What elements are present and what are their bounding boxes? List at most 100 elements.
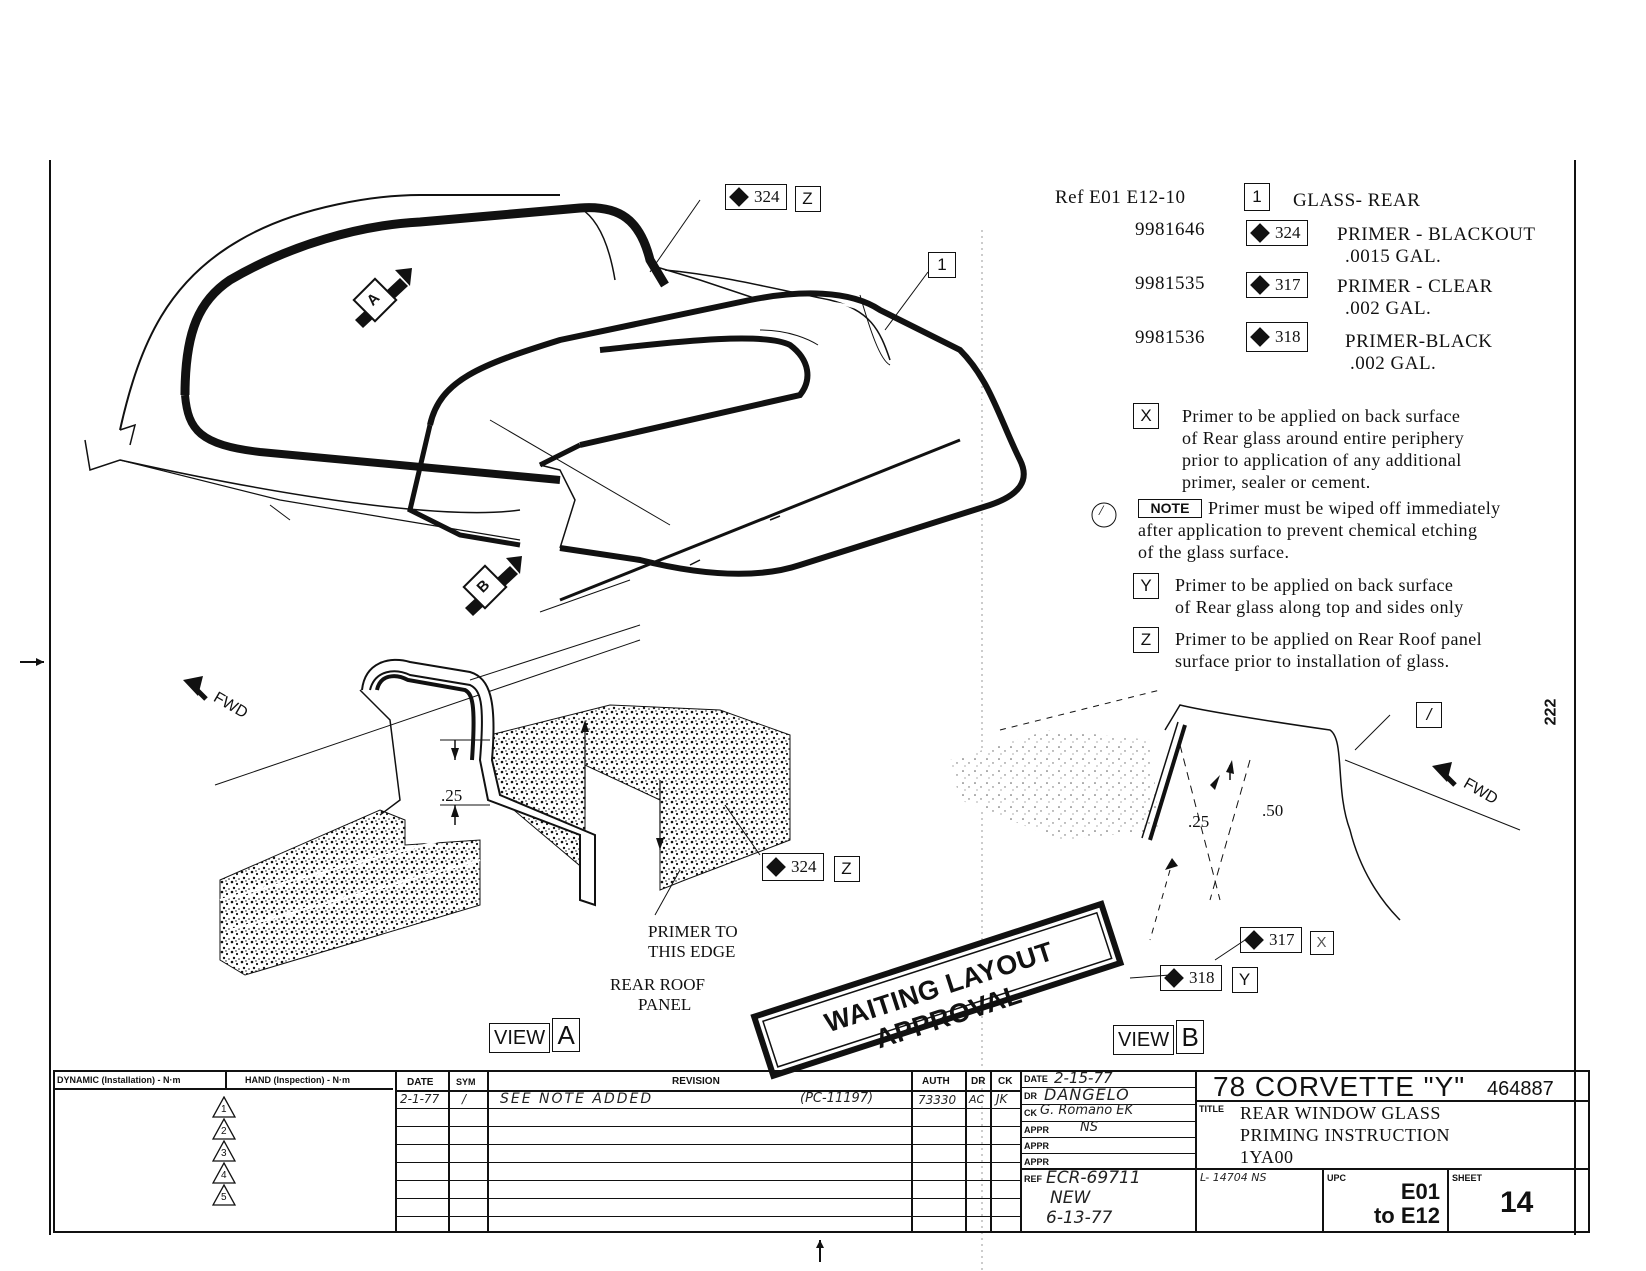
- sign-appr1-value: NS: [1080, 1120, 1098, 1135]
- note-y-text: Primer to be applied on back surface of …: [1175, 575, 1464, 617]
- diamond-icon: [1164, 968, 1184, 988]
- parts-item-1-desc: GLASS- REAR: [1293, 190, 1421, 211]
- rev-sym: /: [462, 1092, 467, 1106]
- parts-item-3-qty: .002 GAL.: [1345, 298, 1432, 319]
- note-text-line1: Primer must be wiped off immediately: [1208, 498, 1501, 518]
- sign-appr3-label: APPR: [1024, 1157, 1050, 1167]
- triangle-icon: 2: [211, 1117, 237, 1140]
- parts-item-2-symbol: 324: [1246, 220, 1308, 246]
- ref-lines: ECR-69711 NEW 6-13-77: [1046, 1168, 1141, 1228]
- callout-324-mid: 324 Z: [762, 853, 860, 882]
- diamond-icon: [1250, 327, 1270, 347]
- parts-item-2-qty: .0015 GAL.: [1345, 246, 1442, 267]
- note-z-key: Z: [1133, 627, 1159, 653]
- sign-ck-label: CK: [1024, 1108, 1037, 1118]
- callout-317: 317 X: [1240, 927, 1334, 955]
- title-lines: REAR WINDOW GLASS PRIMING INSTRUCTION 1Y…: [1240, 1103, 1451, 1167]
- rev-dr: AC: [969, 1093, 985, 1106]
- parts-item-3-desc: PRIMER - CLEAR: [1337, 276, 1493, 297]
- rev-date: 2-1-77: [400, 1092, 440, 1106]
- header-auth: AUTH: [922, 1076, 950, 1087]
- note-x-key: X: [1133, 403, 1159, 429]
- header-dr: DR: [971, 1076, 986, 1087]
- note-x-text: Primer to be applied on back surface of …: [1182, 406, 1465, 492]
- dim-25-left: .25: [441, 786, 463, 805]
- rev-ck: JK: [996, 1092, 1008, 1106]
- callout-x: X: [1309, 931, 1334, 955]
- revision-circle-mark: /: [1099, 503, 1104, 519]
- approval-stamp: [750, 900, 1125, 1080]
- triangle-icon: 4: [211, 1161, 237, 1184]
- triangle-icon: 1: [211, 1095, 237, 1118]
- diamond-icon: [766, 857, 786, 877]
- ref-label-tb: REF: [1024, 1174, 1042, 1184]
- parts-item-3-partno: 9981535: [1135, 273, 1205, 294]
- primer-edge-label: PRIMER TO THIS EDGE: [648, 922, 738, 961]
- hand-label: HAND (Inspection) - N·m: [245, 1075, 350, 1085]
- sheet-label: SHEET: [1452, 1173, 1483, 1183]
- doc-line: L- 14704 NS: [1200, 1171, 1267, 1184]
- page-number: 222: [1542, 698, 1560, 726]
- rev-pc: (PC-11197): [800, 1091, 874, 1106]
- diamond-icon: [1244, 930, 1264, 950]
- header-sym: SYM: [456, 1077, 476, 1087]
- view-b-arrow-icon: [462, 556, 522, 616]
- fwd-arrow-right-icon: [1432, 762, 1457, 787]
- rev-text: SEE NOTE ADDED: [500, 1091, 654, 1107]
- title-block: [53, 1070, 1590, 1233]
- parts-item-3-symbol: 317: [1246, 272, 1308, 298]
- ref-label: Ref E01 E12-10: [1055, 187, 1186, 208]
- callout-1-top: 1: [928, 252, 956, 278]
- fwd-arrow-left-icon: [183, 676, 208, 701]
- callout-318: 318 Y: [1160, 965, 1258, 993]
- parts-item-4-desc: PRIMER-BLACK: [1345, 331, 1493, 352]
- note-z-text: Primer to be applied on Rear Roof panel …: [1175, 629, 1483, 671]
- title-label: TITLE: [1199, 1104, 1224, 1114]
- parts-item-1-symbol: 1: [1244, 183, 1270, 211]
- upc-label: UPC: [1327, 1173, 1347, 1183]
- parts-item-4-partno: 9981536: [1135, 327, 1205, 348]
- dim-50: .50: [1262, 801, 1284, 820]
- header-revision: REVISION: [672, 1076, 720, 1087]
- rear-roof-label: REAR ROOF PANEL: [610, 975, 705, 1014]
- diamond-icon: [1250, 223, 1270, 243]
- parts-item-2-partno: 9981646: [1135, 219, 1205, 240]
- view-a-arrow-icon: [352, 268, 412, 328]
- header-ck: CK: [998, 1076, 1013, 1087]
- sign-date-label: DATE: [1024, 1074, 1048, 1084]
- callout-z-mid: Z: [833, 856, 860, 882]
- parts-item-4-qty: .002 GAL.: [1350, 353, 1437, 374]
- sign-date-value: 2-15-77: [1054, 1069, 1113, 1087]
- drawing-number: 464887: [1487, 1078, 1554, 1100]
- sign-ck-value: G. Romano EK: [1040, 1103, 1134, 1118]
- model-title: 78 CORVETTE "Y": [1213, 1071, 1466, 1102]
- diamond-icon: [1250, 275, 1270, 295]
- callout-y: Y: [1231, 967, 1258, 993]
- dim-25-right: .25: [1188, 812, 1210, 831]
- note-text-rest: after application to prevent chemical et…: [1138, 520, 1478, 562]
- header-date: DATE: [407, 1077, 434, 1088]
- callout-1-right: /: [1416, 702, 1442, 728]
- dynamic-label: DYNAMIC (Installation) - N·m: [57, 1075, 181, 1085]
- callout-z-top: Z: [794, 186, 821, 212]
- diamond-icon: [729, 187, 749, 207]
- sheet-number: 14: [1500, 1186, 1534, 1219]
- note-tag: NOTE: [1138, 499, 1202, 518]
- sign-appr2-label: APPR: [1024, 1141, 1050, 1151]
- note-y-key: Y: [1133, 573, 1159, 599]
- sign-appr1-label: APPR: [1024, 1125, 1050, 1135]
- parts-item-4-symbol: 318: [1246, 322, 1308, 352]
- sign-dr-label: DR: [1024, 1091, 1037, 1101]
- upc-lines: E01 to E12: [1373, 1179, 1440, 1228]
- triangle-icon: 3: [211, 1139, 237, 1162]
- callout-324-top: 324 Z: [725, 184, 821, 212]
- primer-symbol-324: 324: [725, 184, 787, 210]
- parts-item-2-desc: PRIMER - BLACKOUT: [1337, 224, 1536, 245]
- rev-auth: 73330: [918, 1093, 957, 1107]
- revision-triangles: 1 2 3 4 5: [211, 1095, 237, 1206]
- sign-dr-value: DANGELO: [1044, 1085, 1130, 1104]
- triangle-icon: 5: [211, 1183, 237, 1206]
